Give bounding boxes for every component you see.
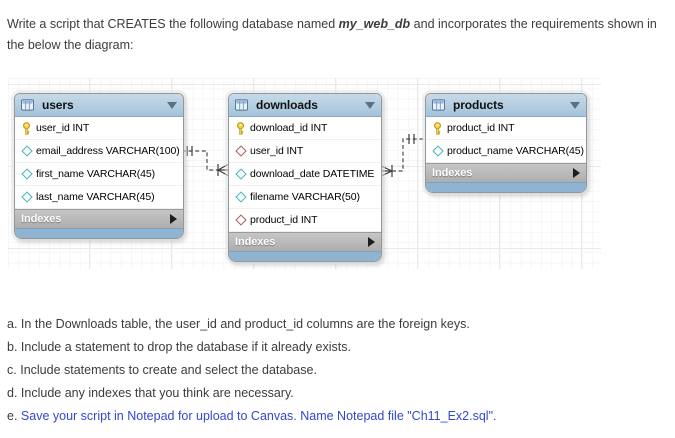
column-row: first_name VARCHAR(45): [15, 163, 183, 186]
column-text: filename VARCHAR(50): [250, 191, 360, 203]
column-text: user_id INT: [36, 122, 90, 134]
column-row: user_id INT: [229, 140, 381, 163]
item-text: In the Downloads table, the user_id and …: [20, 317, 470, 331]
table-users-header[interactable]: users: [15, 94, 183, 117]
requirements-list: a. In the Downloads table, the user_id a…: [7, 313, 667, 428]
column-row: download_id INT: [229, 117, 381, 140]
requirement-item: b. Include a statement to drop the datab…: [7, 336, 667, 359]
intro-text: Write a script that CREATES the followin…: [7, 14, 662, 57]
column-text: product_id INT: [447, 122, 515, 134]
attribute-diamond-icon: [234, 191, 247, 203]
table-footer: [426, 182, 586, 192]
attribute-diamond-icon: [431, 145, 444, 157]
foreign-key-diamond-icon: [234, 145, 247, 157]
primary-key-icon: [234, 121, 247, 135]
item-text: Save your script in Notepad for upload t…: [20, 409, 497, 423]
column-row: user_id INT: [15, 117, 183, 140]
database-name: my_web_db: [338, 16, 411, 31]
indexes-row[interactable]: Indexes: [15, 209, 183, 228]
table-downloads-header[interactable]: downloads: [229, 94, 381, 117]
attribute-diamond-icon: [20, 191, 33, 203]
table-icon: [21, 99, 34, 111]
table-products: products product_id INT product_name VAR…: [425, 93, 587, 193]
indexes-label: Indexes: [235, 236, 276, 248]
column-text: download_id INT: [250, 122, 328, 134]
column-row: product_id INT: [426, 117, 586, 140]
table-footer: [15, 228, 183, 238]
indexes-row[interactable]: Indexes: [229, 232, 381, 251]
chevron-down-icon[interactable]: [167, 101, 177, 109]
attribute-diamond-icon: [20, 168, 33, 180]
requirement-item: a. In the Downloads table, the user_id a…: [7, 313, 667, 336]
chevron-right-icon: [573, 168, 580, 178]
chevron-right-icon: [368, 237, 375, 247]
column-row: email_address VARCHAR(100): [15, 140, 183, 163]
column-row: last_name VARCHAR(45): [15, 186, 183, 209]
column-text: product_name VARCHAR(45): [447, 145, 584, 157]
intro-part1: Write a script that CREATES the followin…: [7, 16, 339, 31]
attribute-diamond-icon: [234, 168, 247, 180]
chevron-right-icon: [170, 214, 177, 224]
column-text: first_name VARCHAR(45): [36, 168, 155, 180]
item-text: Include any indexes that you think are n…: [20, 386, 294, 400]
indexes-label: Indexes: [432, 167, 473, 179]
item-letter: e.: [7, 409, 18, 423]
primary-key-icon: [431, 121, 444, 135]
table-icon: [432, 99, 445, 111]
foreign-key-diamond-icon: [234, 214, 247, 226]
column-text: last_name VARCHAR(45): [36, 191, 155, 203]
column-row: product_id INT: [229, 209, 381, 232]
column-text: email_address VARCHAR(100): [36, 145, 180, 157]
table-name: downloads: [256, 98, 318, 112]
indexes-row[interactable]: Indexes: [426, 163, 586, 182]
chevron-down-icon[interactable]: [365, 101, 375, 109]
column-row: filename VARCHAR(50): [229, 186, 381, 209]
table-icon: [235, 99, 248, 111]
requirement-item: e. Save your script in Notepad for uploa…: [7, 405, 667, 428]
table-downloads: downloads download_id INT user_id INT do…: [228, 93, 382, 262]
table-products-header[interactable]: products: [426, 94, 586, 117]
primary-key-icon: [20, 121, 33, 135]
column-text: download_date DATETIME: [250, 168, 375, 180]
requirement-item: c. Include statements to create and sele…: [7, 359, 667, 382]
item-text: Include statements to create and select …: [20, 363, 317, 377]
table-users: users user_id INT email_address VARCHAR(…: [14, 93, 184, 239]
table-footer: [229, 251, 381, 261]
column-text: product_id INT: [250, 214, 318, 226]
item-letter: d.: [7, 386, 18, 400]
item-letter: c.: [7, 363, 17, 377]
table-name: users: [42, 98, 74, 112]
column-text: user_id INT: [250, 145, 304, 157]
item-text: Include a statement to drop the database…: [20, 340, 351, 354]
chevron-down-icon[interactable]: [570, 101, 580, 109]
intro-part2: and incorporates the requirements shown …: [7, 16, 657, 53]
item-letter: a.: [7, 317, 18, 331]
table-name: products: [453, 98, 504, 112]
column-row: download_date DATETIME: [229, 163, 381, 186]
requirement-item: d. Include any indexes that you think ar…: [7, 382, 667, 405]
column-row: product_name VARCHAR(45): [426, 140, 586, 163]
attribute-diamond-icon: [20, 145, 33, 157]
item-letter: b.: [7, 340, 18, 354]
indexes-label: Indexes: [21, 213, 62, 225]
